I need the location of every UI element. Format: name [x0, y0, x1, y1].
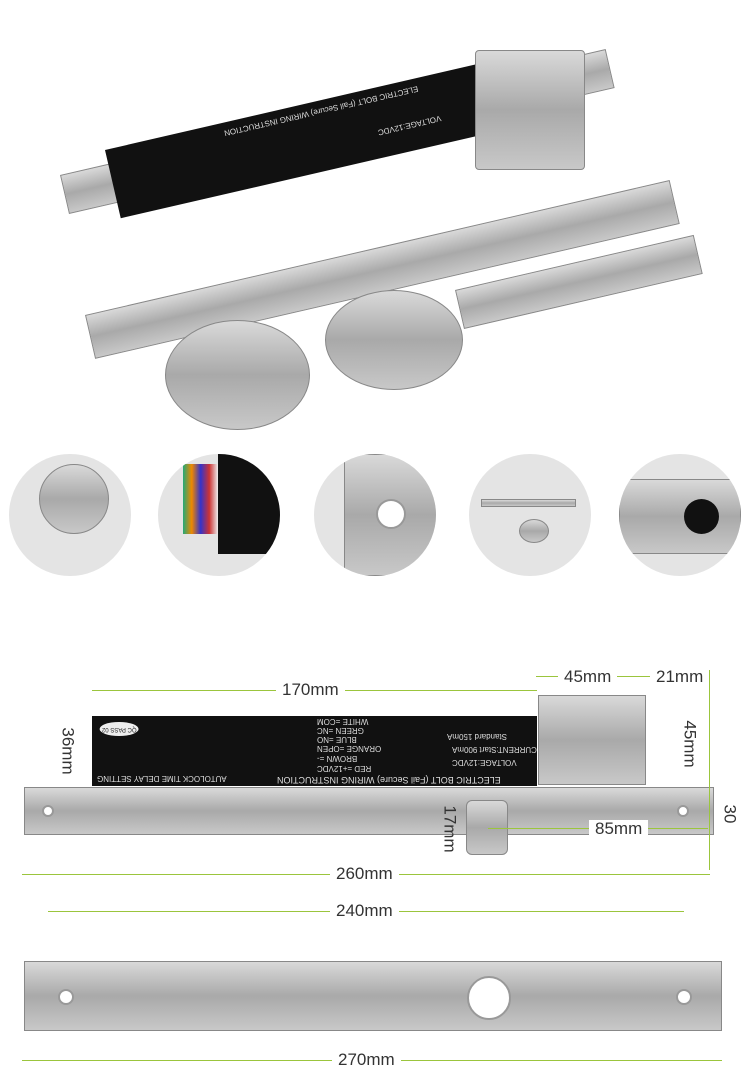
diagram-wire-red: RED =+12VDC	[317, 764, 372, 773]
diagram-label-title: ELECTRIC BOLT (Fail Secure) WIRING INSTR…	[277, 775, 501, 785]
diagram-wire-brown: BROWN =-	[317, 754, 358, 763]
dim-plate-height: 30	[720, 798, 739, 830]
diagram-bracket	[538, 695, 646, 785]
detail-wires	[158, 454, 280, 576]
diagram-bolt	[466, 800, 508, 855]
lock-body: ELECTRIC BOLT (Fail Secure) WIRING INSTR…	[105, 60, 511, 219]
dim-body-height: 36mm	[58, 721, 78, 781]
product-hero-photo: ELECTRIC BOLT (Fail Secure) WIRING INSTR…	[0, 0, 750, 440]
dim-bolt-diameter: 17mm	[440, 805, 460, 853]
diagram-wire-blue: BLUE =NO	[317, 735, 357, 744]
long-cover-plate	[24, 961, 722, 1031]
diagram-label-current: CURRENT:Start 900mA	[452, 745, 537, 754]
diagram-label-delay: AUTOLOCK TIME DELAY SETTING	[97, 774, 227, 783]
diagram-wire-white: WHITE =COM	[317, 717, 369, 726]
dim-bolt-offset: 85mm	[589, 820, 649, 838]
diagram-mounting-plate	[24, 787, 714, 835]
diagram-wire-green: GREEN =NC	[317, 726, 364, 735]
dim-strike-plate-length: 270mm	[332, 1051, 401, 1069]
dim-hole-spacing: 240mm	[330, 902, 399, 920]
escutcheon-right	[325, 290, 463, 390]
label-voltage: VOLTAGE:12VDC	[377, 113, 443, 138]
detail-kit-overview	[469, 454, 591, 576]
dim-body-length: 170mm	[276, 681, 345, 699]
detail-bolt-strike	[619, 454, 741, 576]
dim-bracket-height: 45mm	[680, 714, 700, 774]
diagram-label-standard: Standard 150mA	[447, 732, 508, 741]
detail-plate-hole	[314, 454, 436, 576]
dim-bracket-depth: 21mm	[650, 668, 710, 686]
diagram-lock-body: ELECTRIC BOLT (Fail Secure) WIRING INSTR…	[92, 716, 537, 786]
diagram-label-voltage: VOLTAGE:12VDC	[452, 758, 517, 767]
diagram-wire-orange: ORANGE =OPEN	[317, 744, 382, 753]
bolt-bracket	[475, 50, 585, 170]
dim-bracket-width: 45mm	[558, 668, 618, 686]
diagram-qc-sticker: QC PASS 02	[100, 722, 139, 736]
dim-plate-length: 260mm	[330, 865, 399, 883]
detail-bolt-end	[9, 454, 131, 576]
escutcheon-left	[165, 320, 310, 430]
